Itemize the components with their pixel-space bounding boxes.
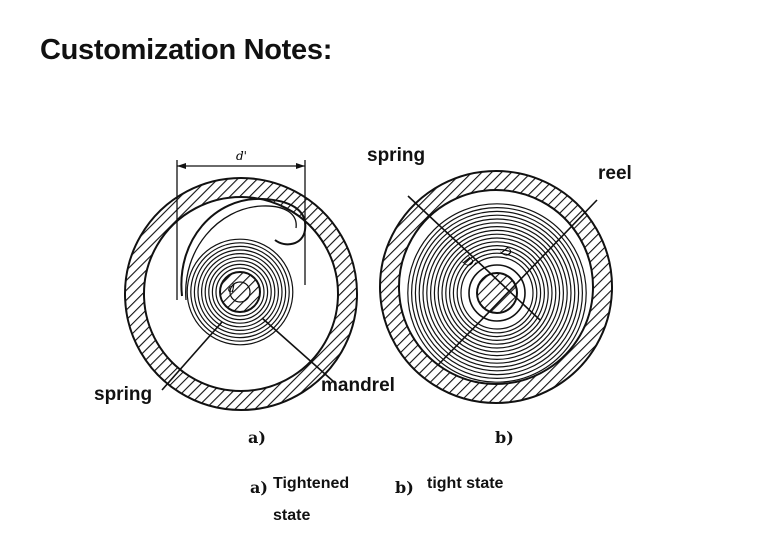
sublabel-a: a) xyxy=(248,428,266,447)
spring-coil xyxy=(426,222,568,364)
label-reel: reel xyxy=(598,163,632,184)
mandrel-a xyxy=(219,271,261,313)
label-spring-b: spring xyxy=(367,145,426,166)
spring-coil xyxy=(211,263,269,321)
page-title: Customization Notes: xyxy=(40,34,333,66)
spring-coil xyxy=(445,241,549,345)
spring-coil xyxy=(201,253,280,332)
dim-label-d: d xyxy=(228,282,235,295)
spring-coil xyxy=(433,229,561,357)
spring-coil xyxy=(456,252,538,334)
spring-coil xyxy=(193,245,287,339)
spring-coil xyxy=(215,267,265,317)
diagram-a: d' d xyxy=(124,149,358,411)
mandrel-b xyxy=(476,272,518,314)
spring-coil xyxy=(411,207,584,380)
spring-coil xyxy=(204,256,276,328)
spring-coil xyxy=(190,242,290,342)
drum-ring-a xyxy=(124,177,358,411)
spring-coil xyxy=(430,226,565,361)
loose-spring-coil xyxy=(180,197,307,297)
spring-coil xyxy=(414,210,580,376)
wound-coils-a xyxy=(186,238,294,346)
spring-coil xyxy=(460,256,534,330)
caption-b-marker: b) xyxy=(395,478,414,497)
caption-b-text: tight state xyxy=(427,475,504,492)
caption-a-marker: a) xyxy=(250,478,268,497)
label-mandrel: mandrel xyxy=(321,375,395,396)
spring-coil xyxy=(407,203,587,383)
spring-coil xyxy=(208,260,272,324)
drum-ring-b xyxy=(379,170,613,404)
diagram-b: D' D xyxy=(379,170,613,404)
spring-coil xyxy=(437,233,557,353)
dim-label-D-prime: D' xyxy=(459,253,479,273)
dim-label-d-prime: d' xyxy=(236,149,247,163)
sublabel-b: b) xyxy=(495,428,514,447)
spring-coil xyxy=(418,214,576,372)
caption-a-text-line2: state xyxy=(273,507,311,524)
spring-coil xyxy=(422,218,572,368)
spring-coil xyxy=(441,237,553,349)
spring-coil xyxy=(186,238,294,346)
spring-coil xyxy=(197,249,283,335)
wound-coils-b xyxy=(407,203,587,383)
label-spring-a: spring xyxy=(94,384,153,405)
caption-a-text: Tightened xyxy=(273,475,350,492)
spring-coil xyxy=(449,245,546,342)
spring-coil xyxy=(452,248,542,338)
